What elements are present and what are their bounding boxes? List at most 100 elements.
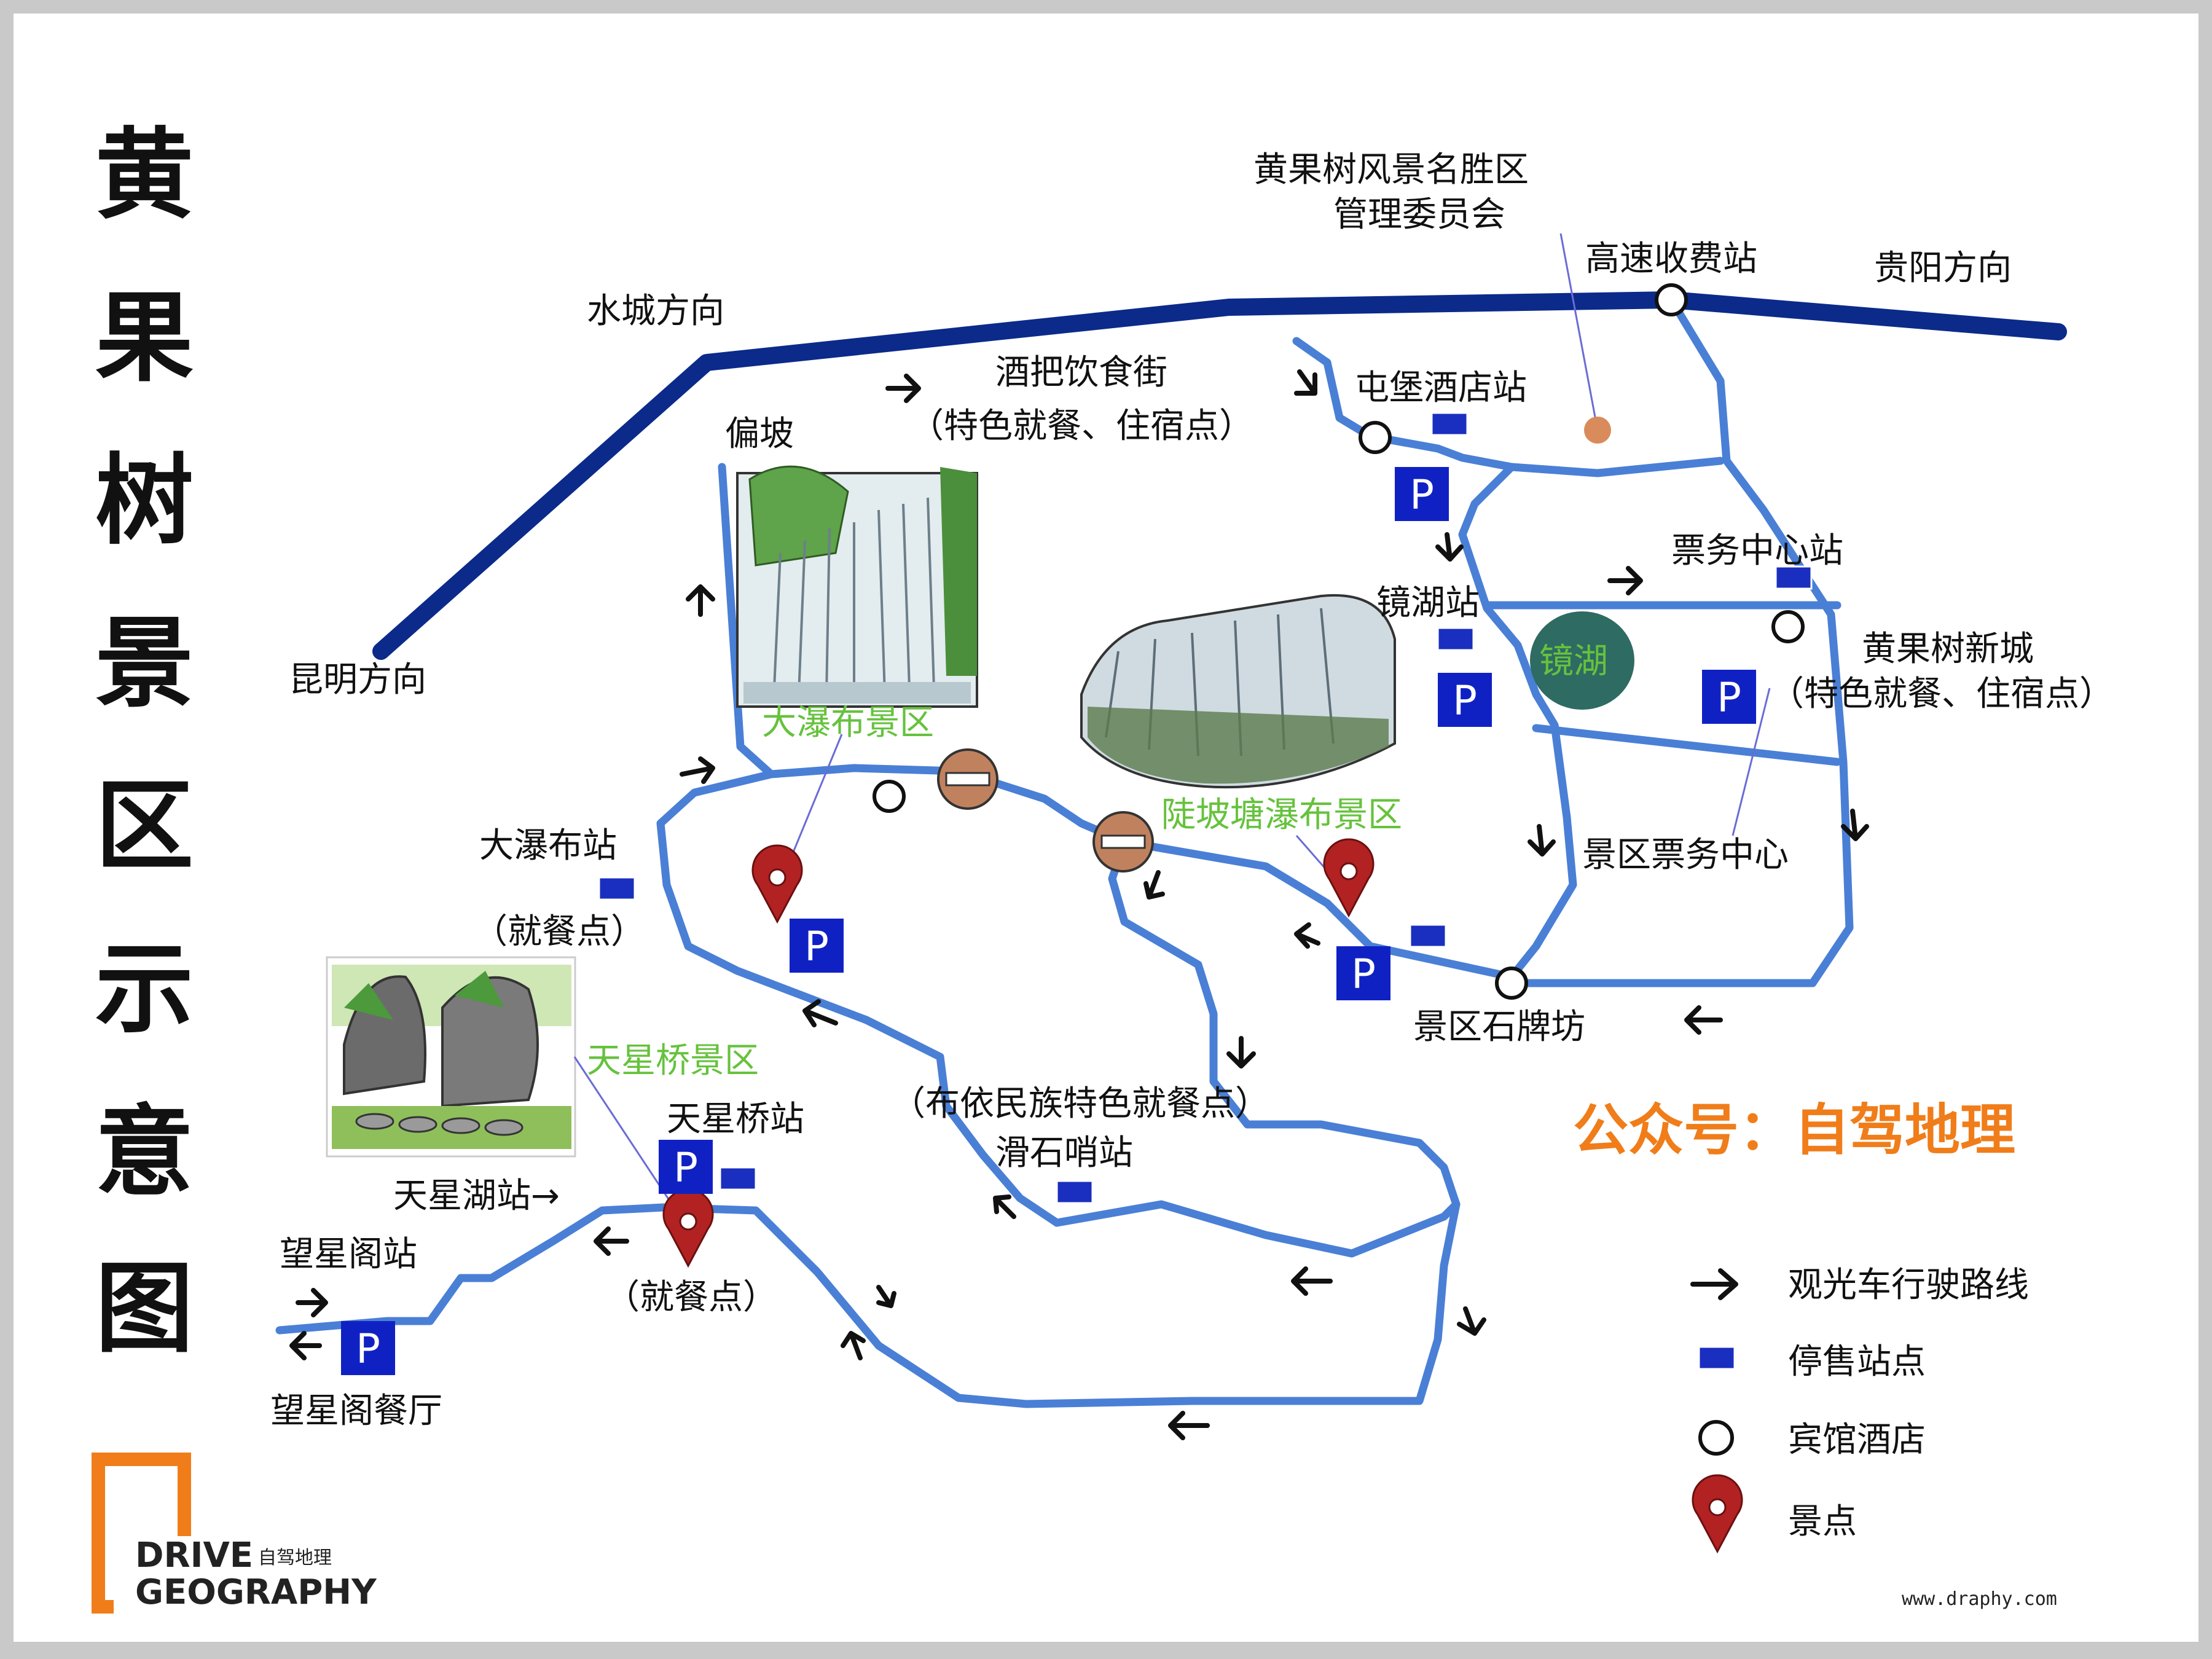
highway (372, 291, 2067, 660)
brand-logo: DRIVE 自驾地理 GEOGRAPHY (92, 1453, 377, 1614)
label-piandpo: 偏坡 (725, 414, 794, 454)
svg-text:P: P (1453, 677, 1477, 724)
stop-icon (719, 1166, 757, 1191)
parking-signs[interactable]: P P P P P P P (341, 467, 1756, 1375)
arrow-icon (1690, 1268, 1738, 1300)
label-tunbao: 屯堡酒店站 (1355, 368, 1527, 408)
arrow-icon (1294, 369, 1317, 396)
arrow-icon (594, 1226, 629, 1256)
label-jinghu-lake: 镜湖 (1539, 641, 1608, 681)
label-jiuba: 酒把饮食街 (995, 353, 1167, 393)
route-segment (1507, 296, 1854, 987)
logo-line2: GEOGRAPHY (135, 1572, 377, 1612)
arrow-icon (1226, 1036, 1256, 1069)
svg-text:P: P (1410, 471, 1434, 519)
stop-icon (1437, 627, 1475, 651)
jinghu-lake (1530, 611, 1634, 710)
direction-label-shuicheng: 水城方向 (587, 291, 724, 331)
tianxing-illustration (326, 956, 576, 1158)
title-char: 景 (95, 606, 194, 721)
label-xincheng: 黄果树新城 (1862, 629, 2034, 669)
logo-line1-cn: 自驾地理 (258, 1547, 332, 1569)
legend-item: 停售站点 (1788, 1342, 1926, 1382)
svg-text:P: P (356, 1325, 380, 1373)
route-segment (1532, 724, 1841, 766)
parking-icon[interactable]: P (1438, 673, 1492, 727)
arrow-icon (1294, 922, 1320, 949)
direction-label-kunming: 昆明方向 (289, 660, 426, 700)
legend-item: 观光车行驶路线 (1788, 1265, 2029, 1305)
stop-icon (598, 876, 636, 901)
route-segment (1053, 1200, 1461, 1258)
direction-label-guiyang: 贵阳方向 (1874, 248, 2012, 288)
pin-icon (751, 844, 803, 924)
label-toll: 高速收费站 (1585, 239, 1757, 279)
label-admin-2: 管理委员会 (1333, 195, 1505, 235)
pin-icon (662, 1188, 714, 1268)
admin-marker-icon (1584, 417, 1611, 444)
label-dapubu-station: 大瀑布站 (479, 826, 617, 866)
label-dapubu-area: 大瀑布景区 (762, 703, 934, 743)
title-char: 示 (95, 931, 194, 1046)
hotel-icon (1359, 421, 1392, 454)
hotel-icon (1771, 610, 1805, 643)
waterfall-illustration (736, 465, 978, 708)
hotel-markers (873, 283, 1805, 1000)
parking-icon[interactable]: P (341, 1321, 395, 1375)
parking-icon[interactable]: P (1336, 946, 1390, 1000)
label-jinghu-station: 镜湖站 (1376, 583, 1480, 623)
parking-icon[interactable]: P (1702, 670, 1756, 724)
arrow-icon (1841, 809, 1869, 841)
stop-icon (1409, 924, 1447, 948)
label-tianxinghu: 天星湖站→ (393, 1176, 560, 1216)
callout-lines (573, 233, 1771, 1230)
route-segment (767, 764, 1129, 846)
title-char: 意 (95, 1094, 194, 1209)
label-tianxing-station: 天星桥站 (667, 1099, 804, 1139)
label-paifang: 景区石牌坊 (1413, 1007, 1585, 1047)
title-char: 树 (95, 443, 194, 558)
svg-text:P: P (673, 1144, 698, 1191)
arrow-icon (1435, 532, 1464, 562)
arrow-icon (1528, 824, 1556, 857)
label-scenic-ticket: 景区票务中心 (1582, 835, 1789, 875)
route-segment (1108, 837, 1461, 1209)
legend-item: 宾馆酒店 (1788, 1420, 1926, 1460)
website[interactable]: www.draphy.com (1902, 1588, 2057, 1610)
no-entry-icon (937, 748, 998, 810)
label-dining-2: （就餐点） (605, 1277, 777, 1317)
label-huashishao: 滑石哨站 (995, 1133, 1133, 1173)
title-char: 图 (95, 1251, 194, 1366)
label-dining-1: （就餐点） (473, 912, 645, 952)
legend-item: 景点 (1788, 1502, 1857, 1542)
route-segment (659, 1200, 1461, 1408)
stop-badges (598, 412, 1813, 1204)
arrow-icon (841, 1331, 866, 1360)
parking-icon[interactable]: P (790, 919, 844, 973)
stop-icon (1056, 1180, 1094, 1204)
label-jiuba-note: （特色就餐、住宿点） (909, 406, 1253, 446)
hotel-icon (1655, 283, 1688, 316)
parking-icon[interactable]: P (1395, 467, 1449, 521)
bus-routes (275, 296, 1854, 1408)
label-admin: 黄果树风景名胜区 (1253, 150, 1529, 190)
arrow-icon (1607, 566, 1643, 595)
pin-icon (1323, 838, 1375, 918)
parking-icon[interactable]: P (659, 1140, 713, 1194)
map-title: 黄 果 树 景 区 示 意 图 (95, 117, 194, 1366)
svg-text:P: P (1351, 951, 1376, 998)
label-xincheng-note: （特色就餐、住宿点） (1770, 674, 2114, 714)
arrow-icon (802, 999, 838, 1027)
route-segment (718, 463, 775, 779)
arrow-icon (876, 1285, 896, 1308)
no-entry-signs (937, 748, 1154, 873)
label-piaowu-station: 票务中心站 (1671, 531, 1843, 571)
route-segment (1120, 837, 1516, 981)
arrow-icon (296, 1288, 328, 1317)
watermark: 公众号：自驾地理 (1573, 1098, 2015, 1163)
doupotang-illustration (1080, 594, 1396, 789)
no-entry-icon (1092, 811, 1154, 873)
route-segment (1458, 463, 1577, 981)
label-tianxing-area: 天星桥景区 (587, 1041, 759, 1081)
